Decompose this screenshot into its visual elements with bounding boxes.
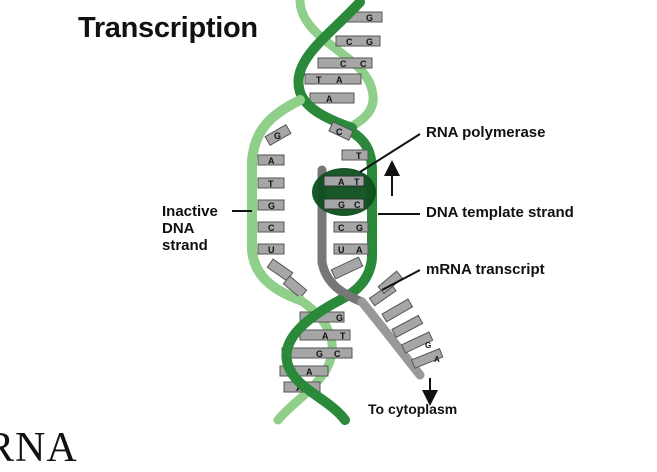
base-letter: G xyxy=(366,37,373,47)
base-letter: G xyxy=(274,131,281,141)
mrna-tail: G A xyxy=(357,270,444,406)
leader-mrna xyxy=(381,269,421,291)
base-letter: G xyxy=(336,313,343,323)
base-letter: A xyxy=(268,156,275,166)
polymerase-bases xyxy=(323,175,365,210)
dna-template-strand xyxy=(335,123,377,305)
base-letter: U xyxy=(338,245,345,255)
top-helix: G C G C C T A A xyxy=(293,0,383,135)
base-letter: G xyxy=(366,13,373,23)
base-letter: C xyxy=(268,223,275,233)
base-letter: T xyxy=(356,151,362,161)
base-letter: C xyxy=(338,223,345,233)
inactive-dna-strand-label: Inactive DNA strand xyxy=(162,203,232,254)
cropped-caption-fragment: RNA xyxy=(0,425,78,471)
base-letter: A xyxy=(356,245,363,255)
base-letter: A xyxy=(434,355,440,364)
base-letter: A xyxy=(322,331,329,341)
base-letter: T xyxy=(354,177,360,187)
base-letter: A xyxy=(338,177,345,187)
transcription-bubble: G A T G C U C T A T G C C G U xyxy=(247,95,400,307)
inactive-strand-bases xyxy=(257,123,308,299)
rna-polymerase-label: RNA polymerase xyxy=(426,124,546,141)
inactive-label-line-3: strand xyxy=(162,237,208,254)
leader-lines xyxy=(232,133,421,291)
base-letter: T xyxy=(340,331,346,341)
mrna-growing-strand xyxy=(317,165,367,307)
inactive-dna-strand xyxy=(247,95,305,305)
base-letter: C xyxy=(334,349,341,359)
dna-transcription-diagram: G C G C C T A A G A T G xyxy=(232,0,444,425)
base-letter: C xyxy=(354,200,361,210)
base-letter: A xyxy=(306,367,313,377)
base-letter: C xyxy=(346,37,353,47)
base-letter: G xyxy=(338,200,345,210)
polymerase-letters: A T G C xyxy=(338,177,361,210)
leader-rna-polymerase xyxy=(359,133,421,173)
diagram-title: Transcription xyxy=(78,12,258,44)
base-letter: U xyxy=(268,245,275,255)
top-base-letters: G C G C C T A A xyxy=(316,13,373,104)
base-letter: A xyxy=(336,75,343,85)
inactive-label-line-2: DNA xyxy=(162,220,195,237)
inactive-label-line-1: Inactive xyxy=(162,203,218,220)
mrna-transcript-label: mRNA transcript xyxy=(426,261,545,278)
base-letter: G xyxy=(316,349,323,359)
base-letter: C xyxy=(340,59,347,69)
bottom-helix: G A T G C T A A xyxy=(273,295,353,425)
base-letter: T xyxy=(316,75,322,85)
top-base-pairs xyxy=(304,11,383,104)
inactive-strand-letters: G A T G C U xyxy=(268,131,281,255)
base-letter: C xyxy=(336,127,343,137)
to-cytoplasm-label: To cytoplasm xyxy=(368,401,458,417)
base-letter: G xyxy=(268,201,275,211)
base-letter: G xyxy=(356,223,363,233)
base-letter: T xyxy=(268,179,274,189)
base-letter: G xyxy=(425,341,431,350)
base-letter: C xyxy=(360,59,367,69)
dna-template-strand-label: DNA template strand xyxy=(426,204,574,221)
base-letter: A xyxy=(326,94,333,104)
